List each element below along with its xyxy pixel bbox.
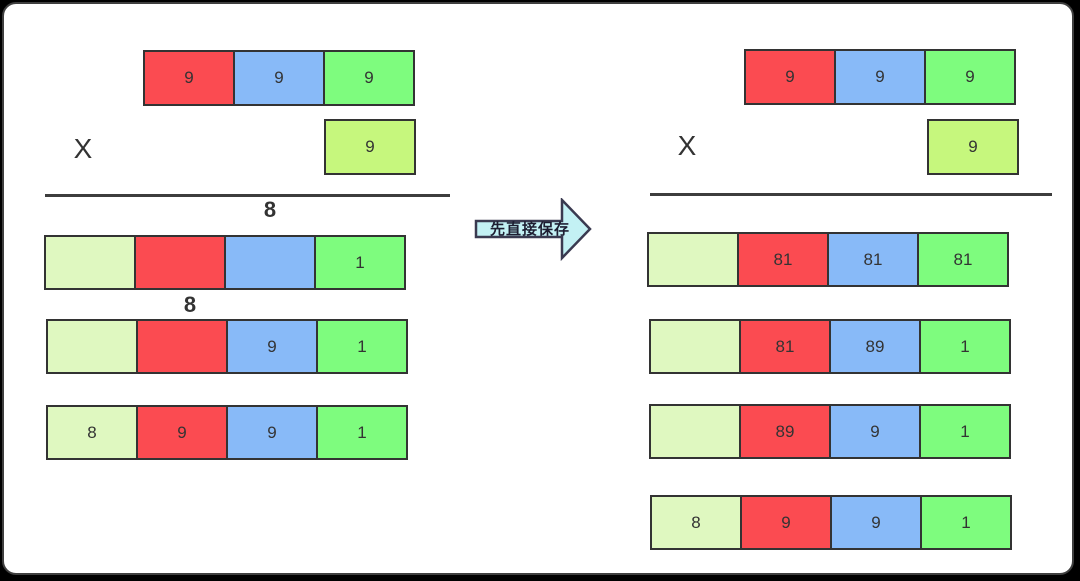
digit-cell-red: 9 — [740, 495, 832, 550]
transition-arrow: 先直接保存 — [474, 196, 594, 262]
carry-digit-label: 8 — [183, 292, 197, 317]
digit-cell-pale: 8 — [650, 495, 742, 550]
digit-cell-blue: 9 — [226, 405, 318, 460]
multiplicand-row-left: 9 9 9 — [143, 50, 415, 106]
digit-cell-red: 9 — [136, 405, 228, 460]
digit-cell-green: 9 — [323, 50, 415, 106]
partial-result-row: 1 — [44, 235, 406, 290]
digit-cell-blue: 89 — [829, 319, 921, 374]
digit-cell-red — [136, 319, 228, 374]
digit-cell-green: 1 — [919, 319, 1011, 374]
digit-cell-red: 89 — [739, 404, 831, 459]
multiply-sign: X — [73, 133, 93, 164]
product-line — [45, 194, 450, 197]
digit-cell-green: 1 — [920, 495, 1012, 550]
digit-cell-green: 1 — [316, 405, 408, 460]
digit-cell-blue: 9 — [226, 319, 318, 374]
digit-cell-pale — [46, 319, 138, 374]
digit-cell-blue: 81 — [827, 232, 919, 287]
digit-cell-blue: 9 — [834, 49, 926, 105]
digit-cell-pale — [44, 235, 136, 290]
digit-cell-red: 81 — [737, 232, 829, 287]
carry-digit-label: 8 — [263, 197, 277, 222]
digit-cell-red: 81 — [739, 319, 831, 374]
result-row: 81 89 1 — [649, 319, 1011, 374]
digit-cell-green: 9 — [924, 49, 1016, 105]
digit-cell-red: 9 — [744, 49, 836, 105]
digit-cell-red — [134, 235, 226, 290]
partial-result-row: 8 9 9 1 — [46, 405, 408, 460]
result-row: 89 9 1 — [649, 404, 1011, 459]
multiplier-cell: 9 — [324, 119, 416, 175]
digit-cell-blue — [224, 235, 316, 290]
multiplicand-row-right: 9 9 9 — [744, 49, 1016, 105]
digit-cell-blue: 9 — [829, 404, 921, 459]
digit-cell-green: 1 — [316, 319, 408, 374]
multiply-sign: X — [677, 130, 697, 161]
digit-cell-red: 9 — [143, 50, 235, 106]
digit-cell-pale — [647, 232, 739, 287]
product-line — [650, 193, 1052, 196]
digit-cell-blue: 9 — [830, 495, 922, 550]
digit-cell-pale: 8 — [46, 405, 138, 460]
digit-cell-pale — [649, 319, 741, 374]
digit-cell-pale — [649, 404, 741, 459]
arrow-label: 先直接保存 — [489, 221, 570, 238]
partial-result-row: 9 1 — [46, 319, 408, 374]
result-row: 8 9 9 1 — [650, 495, 1012, 550]
digit-cell-green: 81 — [917, 232, 1009, 287]
right-arrow-icon — [474, 196, 592, 262]
digit-cell-green: 1 — [314, 235, 406, 290]
digit-cell-green: 1 — [919, 404, 1011, 459]
result-row: 81 81 81 — [647, 232, 1009, 287]
multiplier-cell: 9 — [927, 119, 1019, 175]
digit-cell-blue: 9 — [233, 50, 325, 106]
